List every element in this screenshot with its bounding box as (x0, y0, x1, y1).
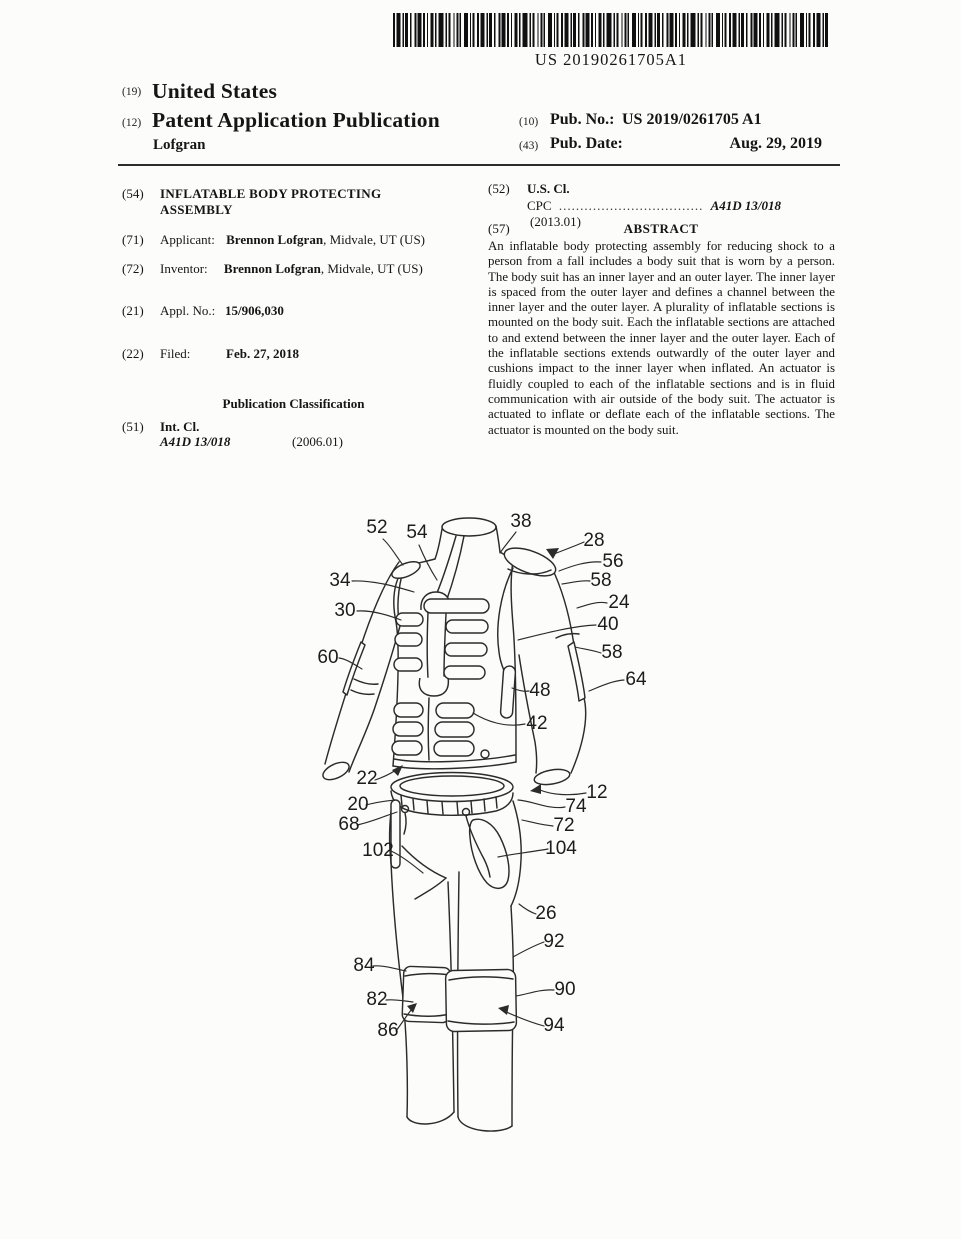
figure-ref-label: 74 (565, 796, 587, 817)
figure-ref-label: 64 (625, 669, 647, 690)
int-cl-label: Int. Cl. (160, 419, 200, 434)
appl-no-label: Appl. No.: (160, 303, 216, 318)
figure-ref-label: 84 (353, 955, 375, 976)
figure-ref-label: 28 (583, 530, 604, 551)
pub-no-label: Pub. No.: (550, 111, 615, 128)
field-number-12: (12) (122, 117, 142, 129)
cpc-label: CPC (527, 198, 552, 213)
left-shoulder-pad (391, 561, 421, 579)
figure-ref-label: 82 (366, 989, 387, 1010)
pub-date-label: Pub. Date: (550, 135, 623, 152)
pub-date-value: Aug. 29, 2019 (729, 135, 822, 152)
abstract-heading: ABSTRACT (623, 221, 699, 236)
figure-ref-label: 24 (608, 592, 630, 613)
figure-ref-label: 54 (406, 522, 428, 543)
field-number-19: (19) (122, 86, 142, 98)
figure-ref-label: 102 (362, 840, 394, 861)
figure-ref-label: 94 (543, 1015, 565, 1036)
int-cl-year: (2006.01) (292, 434, 343, 449)
right-knee-pad (444, 968, 518, 1033)
filed-value: Feb. 27, 2018 (226, 346, 299, 361)
leader-lines (338, 531, 625, 1032)
right-sleeve (518, 567, 587, 786)
leader-arrowheads (392, 548, 559, 1015)
figure-ref-label: 12 (586, 782, 607, 803)
filed-label: Filed: (160, 346, 191, 361)
left-sleeve (322, 561, 401, 781)
cpc-line: CPC .................................. A… (527, 198, 834, 229)
pants (388, 771, 522, 1132)
figure-ref-label: 104 (545, 838, 577, 859)
applicant-label: Applicant: (160, 232, 215, 247)
figure-ref-label: 56 (602, 551, 623, 572)
figure-ref-label: 22 (356, 768, 377, 789)
figure-ref-label: 72 (553, 815, 574, 836)
figure-ref-label: 48 (529, 680, 550, 701)
abstract-text: An inflatable body protecting assembly f… (488, 239, 835, 437)
cpc-code: A41D 13/018 (710, 198, 781, 213)
figure-ref-label: 38 (510, 511, 531, 532)
applicant-rest: , Midvale, UT (US) (323, 232, 426, 247)
int-cl-code: A41D 13/018 (160, 434, 231, 449)
waistband-seams (400, 794, 498, 815)
barcode-number: US 20190261705A1 (534, 50, 688, 69)
side-pad (499, 665, 517, 719)
publication-kind: Patent Application Publication (152, 108, 440, 132)
left-elbow-pad (342, 641, 366, 696)
figure-ref-labels: 52 54 38 28 56 58 34 30 24 40 60 58 64 4… (317, 511, 647, 1041)
field-number-51: (51) (122, 419, 144, 434)
figure-ref-label: 20 (347, 794, 368, 815)
cpc-dotted-leader: .................................. (558, 198, 704, 213)
right-elbow-pad (567, 641, 586, 702)
figure-ref-label: 86 (377, 1020, 398, 1041)
pub-no-value: US 2019/0261705 A1 (622, 111, 762, 128)
sternum-bottom (418, 676, 450, 697)
country-name: United States (152, 79, 278, 103)
field-number-10: (10) (519, 116, 539, 128)
right-shoulder-pad (503, 547, 557, 577)
field-number-43: (43) (519, 140, 539, 152)
barcode (393, 13, 829, 47)
applicant-line: Applicant: Brennon Lofgran, Midvale, UT … (160, 232, 465, 248)
author-surname: Lofgran (153, 137, 206, 153)
jacket-button (480, 749, 490, 759)
header-divider (118, 164, 840, 166)
field-number-22: (22) (122, 346, 144, 361)
jacket-torso (392, 535, 517, 770)
appl-no-value: 15/906,030 (225, 303, 284, 318)
field-number-72: (72) (122, 261, 144, 276)
figure-ref-label: 42 (526, 713, 547, 734)
figure-ref-label: 90 (554, 979, 575, 1000)
invention-title: INFLATABLE BODY PROTECTING ASSEMBLY (160, 186, 382, 217)
applicant-name: Brennon Lofgran (226, 232, 324, 247)
field-number-54: (54) (122, 186, 144, 201)
figure-ref-label: 92 (543, 931, 564, 952)
figure-ref-label: 52 (366, 517, 387, 538)
figure-ref-label: 58 (590, 570, 611, 591)
chest-inflatable-sections (391, 591, 517, 759)
inventor-name: Brennon Lofgran (223, 261, 321, 276)
figure-ref-label: 30 (334, 600, 355, 621)
field-number-21: (21) (122, 303, 144, 318)
inventor-line: Inventor: Brennon Lofgran, Midvale, UT (… (160, 261, 465, 277)
figure-ref-label: 40 (597, 614, 618, 635)
figure-ref-label: 34 (329, 570, 351, 591)
thigh-pocket (468, 818, 510, 889)
us-cl-label: U.S. Cl. (527, 181, 570, 196)
field-number-71: (71) (122, 232, 144, 247)
figure-ref-label: 26 (535, 903, 556, 924)
cpc-year: (2013.01) (530, 213, 581, 229)
field-number-57: (57) (488, 221, 510, 236)
inventor-rest: , Midvale, UT (US) (320, 261, 423, 276)
figure-ref-label: 68 (338, 814, 359, 835)
inventor-label: Inventor: (160, 261, 208, 276)
figure-ref-label: 58 (601, 642, 622, 663)
field-number-52: (52) (488, 181, 510, 196)
figure-ref-label: 60 (317, 647, 338, 668)
shoulder-pads (391, 547, 557, 579)
publication-classification-heading: Publication Classification (222, 396, 365, 411)
